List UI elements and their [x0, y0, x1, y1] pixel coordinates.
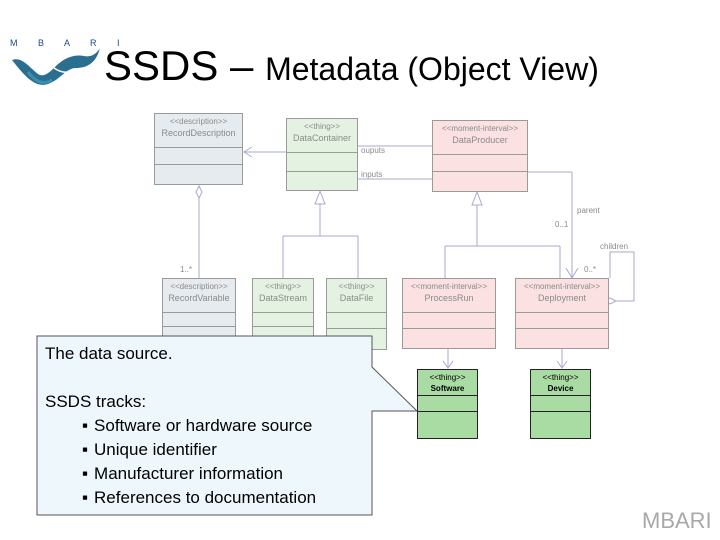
stereotype-label: <<moment-interval>> [410, 282, 488, 291]
logo-text: M B A R I [10, 38, 129, 48]
class-name: DataProducer [452, 135, 508, 145]
stereotype-label: <<thing>> [338, 282, 375, 291]
callout-bullet: References to documentation [45, 486, 365, 510]
callout-bullet: Manufacturer information [45, 462, 365, 486]
title-main: SSDS – [104, 42, 266, 89]
class-name: Software [430, 384, 465, 393]
uml-class-data-stream: <<thing>> DataStream [252, 278, 314, 340]
class-name: RecordDescription [161, 128, 236, 138]
class-name: Device [547, 384, 574, 393]
label-outputs: ouputs [361, 146, 386, 155]
stereotype-label: <<thing>> [264, 282, 302, 291]
mbari-logo-icon [12, 48, 100, 85]
class-name: DataStream [258, 293, 308, 303]
class-name: ProcessRun [424, 293, 474, 303]
stereotype-label: <<description>> [170, 282, 228, 291]
class-name: RecordVariable [168, 293, 230, 303]
label-multiplicity-children: 0..* [584, 265, 597, 274]
callout-text: The data source. SSDS tracks: Software o… [45, 342, 365, 510]
callout-spacer [45, 366, 365, 390]
uml-class-process-run: <<moment-interval>> ProcessRun [402, 278, 496, 349]
label-multiplicity-record-variable: 1..* [180, 265, 193, 274]
page-title: SSDS – Metadata (Object View) [104, 42, 599, 90]
stereotype-label: <<description>> [169, 117, 228, 126]
footer-mbari: MBARI [642, 508, 712, 533]
callout-line: The data source. [45, 344, 173, 363]
class-name: DataContainer [292, 133, 352, 143]
callout-line: SSDS tracks: [45, 392, 147, 411]
stereotype-label: <<moment-interval>> [523, 282, 601, 291]
uml-class-data-producer: <<moment-interval>> DataProducer [432, 120, 528, 192]
stereotype-label: <<thing>> [303, 122, 341, 131]
stereotype-label: <<thing>> [429, 373, 466, 382]
class-name: Deployment [537, 293, 587, 303]
label-multiplicity-parent: 0..1 [555, 220, 569, 229]
uml-class-record-variable: <<description>> RecordVariable [162, 278, 236, 340]
uml-class-software: <<thing>> Software [417, 369, 478, 439]
callout-bullet: Software or hardware source [45, 414, 365, 438]
stereotype-label: <<thing>> [542, 373, 579, 382]
label-parent: parent [577, 206, 600, 215]
label-inputs: inputs [361, 170, 383, 179]
uml-class-record-description: <<description>> RecordDescription [154, 113, 243, 185]
class-name: DataFile [339, 293, 374, 303]
uml-class-data-container: <<thing>> DataContainer [286, 118, 358, 191]
uml-class-device: <<thing>> Device [530, 369, 591, 439]
title-sub: Metadata (Object View) [265, 51, 599, 87]
label-children: children [600, 242, 629, 251]
callout-bullet: Unique identifier [45, 438, 365, 462]
uml-class-deployment: <<moment-interval>> Deployment [515, 278, 609, 349]
stereotype-label: <<moment-interval>> [441, 124, 519, 133]
